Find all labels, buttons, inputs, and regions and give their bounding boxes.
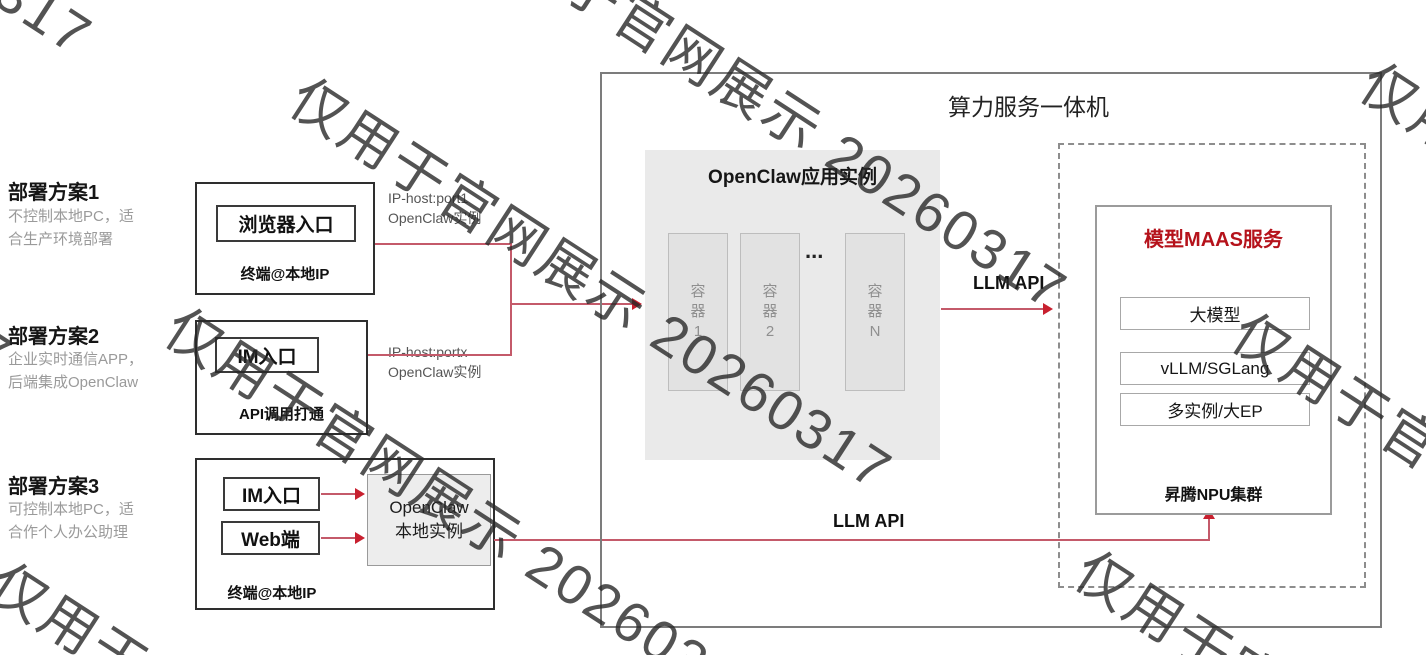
plan3-im-connector-line: [321, 493, 359, 495]
plan3-web-arrow-icon: [355, 532, 365, 544]
plan1-entry-browser: 浏览器入口: [216, 205, 356, 242]
plan2-description: 企业实时通信APP， 后端集成OpenClaw: [8, 351, 144, 391]
maas-item-vllm: vLLM/SGLang: [1120, 352, 1310, 385]
llm-api-bottom-riser-line: [1208, 519, 1210, 540]
openclaw-app-title: OpenClaw应用实例: [708, 167, 877, 188]
watermark-text: 仅用于官网展示 20260317: [0, 0, 111, 72]
connector-line-to-app: [510, 303, 636, 305]
plan3-title: 部署方案3: [8, 476, 100, 498]
plan3-entry-web: Web端: [221, 521, 320, 555]
container-n-box: 容器N: [845, 233, 905, 391]
plan1-title: 部署方案1: [8, 182, 100, 204]
plan3-description: 可控制本地PC，适 合作个人办公助理: [8, 501, 134, 541]
container-n-label: 容器N: [867, 282, 883, 341]
connector-line-plan2: [368, 354, 512, 356]
plan3-local-instance-box: OpenClaw 本地实例: [367, 474, 491, 566]
openclaw-app-box: OpenClaw应用实例 容器1 容器2 ... 容器N: [645, 150, 940, 460]
maas-service-title: 模型MAAS服务: [1144, 229, 1283, 251]
llm-api-bottom-line: [494, 539, 1210, 541]
plan3-entry-im: IM入口: [223, 477, 320, 511]
server-appliance-box: [600, 72, 1382, 628]
connector-line-junction: [510, 243, 512, 356]
connection-label-port1: IP-host:port1 OpenClaw实例: [388, 190, 482, 227]
container-2-box: 容器2: [740, 233, 800, 391]
server-appliance-title: 算力服务一体机: [948, 94, 1109, 120]
llm-api-top-line: [941, 308, 1047, 310]
containers-ellipsis: ...: [805, 238, 824, 263]
container-1-box: 容器1: [668, 233, 728, 391]
plan3-im-arrow-icon: [355, 488, 365, 500]
llm-api-top-label: LLM API: [973, 273, 1045, 293]
plan2-box: IM入口 API调用打通: [195, 320, 368, 435]
plan2-entry-im: IM入口: [215, 337, 319, 373]
plan3-box: IM入口 Web端 OpenClaw 本地实例 终端@本地IP: [195, 458, 495, 610]
llm-api-top-arrow-icon: [1043, 303, 1053, 315]
plan1-footer: 终端@本地IP: [240, 266, 330, 283]
maas-service-box: 模型MAAS服务 大模型 vLLM/SGLang 多实例/大EP 昇腾NPU集群: [1095, 205, 1332, 515]
maas-item-multi-instance: 多实例/大EP: [1120, 393, 1310, 426]
plan2-footer: API调用打通: [238, 406, 324, 423]
plan1-description: 不控制本地PC，适 合生产环境部署: [8, 208, 134, 248]
maas-item-model: 大模型: [1120, 297, 1310, 330]
npu-cluster-dashed-box: [1058, 143, 1366, 588]
container-1-label: 容器1: [690, 282, 706, 341]
connection-label-portx: IP-host:portx OpenClaw实例: [388, 344, 482, 381]
plan3-web-connector-line: [321, 537, 359, 539]
plan2-title: 部署方案2: [8, 326, 100, 348]
connector-line-plan1: [375, 243, 512, 245]
container-2-label: 容器2: [762, 282, 778, 341]
plan1-box: 浏览器入口 终端@本地IP: [195, 182, 375, 295]
llm-api-bottom-label: LLM API: [833, 511, 905, 531]
maas-npu-footer: 昇腾NPU集群: [1164, 487, 1263, 504]
plan3-footer: 终端@本地IP: [227, 585, 317, 602]
app-box-arrow-icon: [632, 298, 642, 310]
